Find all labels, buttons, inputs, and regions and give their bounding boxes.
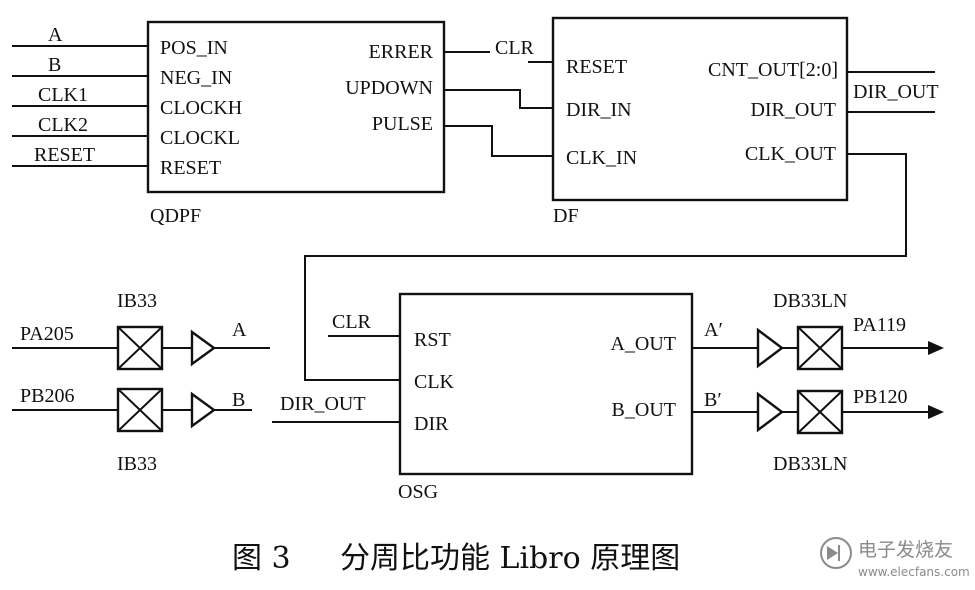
arrow-pa119 (928, 341, 944, 355)
wire-pulse-clk-in (444, 125, 553, 157)
qdpf-label: QDPF (150, 205, 201, 227)
wire-clk-out-to-osg-clk (304, 153, 907, 381)
ib33-bottom-label: IB33 (117, 453, 157, 475)
db33ln-pad-a (796, 325, 844, 371)
signal-dir-out-df: DIR_OUT (853, 81, 939, 103)
qdpf-port-pos-in: POS_IN (160, 37, 228, 59)
ib33-pad-a (116, 325, 164, 371)
signal-clk2: CLK2 (38, 114, 88, 136)
pin-pb120: PB120 (853, 386, 907, 408)
arrow-pb120 (928, 405, 944, 419)
pin-pa119: PA119 (853, 314, 906, 336)
input-buffers: IB33 IB33 PA205 A PB206 B (12, 290, 270, 475)
pin-pa205: PA205 (20, 323, 74, 345)
osg-label: OSG (398, 481, 438, 503)
output-buffers: DB33LN DB33LN A′ PA119 B′ PB120 (692, 290, 944, 475)
qdpf-port-updown: UPDOWN (345, 77, 433, 99)
input-buffer-a-triangle (190, 329, 217, 367)
signal-dir-out-osg: DIR_OUT (280, 393, 366, 415)
watermark-brand: 电子发烧友 (858, 539, 953, 561)
ib33-pad-b (116, 387, 164, 433)
watermark-logo-icon (820, 537, 852, 569)
df-box (551, 16, 849, 202)
input-signal-a: A (232, 319, 247, 341)
signal-reset: RESET (34, 144, 95, 166)
df-port-cnt-out: CNT_OUT[2:0] (708, 59, 838, 81)
df-label: DF (553, 205, 579, 227)
figure-caption: 图 3 分周比功能 Libro 原理图 (232, 541, 680, 576)
output-buffer-b-triangle (756, 391, 784, 433)
input-signal-b: B (232, 389, 245, 411)
watermark-url: www.elecfans.com (858, 565, 970, 579)
osg-block: CLR DIR_OUT RST CLK DIR A_OUT B_OUT OSG (272, 292, 694, 503)
df-port-clk-in: CLK_IN (566, 147, 637, 169)
qdpf-port-neg-in: NEG_IN (160, 67, 232, 89)
qdpf-box (146, 20, 446, 194)
osg-port-clk: CLK (414, 371, 455, 393)
ib33-top-label: IB33 (117, 290, 157, 312)
df-block: RESET DIR_IN CLK_IN CNT_OUT[2:0] DIR_OUT… (551, 16, 939, 227)
osg-box (398, 292, 694, 476)
output-signal-a-prime: A′ (704, 319, 723, 341)
osg-port-b-out: B_OUT (612, 399, 676, 421)
signal-clr-osg: CLR (332, 311, 372, 333)
watermark: 电子发烧友 www.elecfans.com (820, 537, 970, 579)
db33ln-top-label: DB33LN (773, 290, 847, 312)
output-buffer-a-triangle (756, 327, 784, 369)
output-signal-b-prime: B′ (704, 389, 722, 411)
qdpf-port-reset: RESET (160, 157, 221, 179)
osg-port-a-out: A_OUT (610, 333, 676, 355)
df-port-dir-out: DIR_OUT (750, 99, 836, 121)
signal-a: A (48, 24, 63, 46)
qdpf-port-errer: ERRER (369, 41, 434, 63)
pin-pb206: PB206 (20, 385, 74, 407)
caption-title: 分周比功能 Libro 原理图 (340, 541, 680, 576)
osg-port-rst: RST (414, 329, 451, 351)
qdpf-df-wires: CLR (444, 37, 553, 157)
df-port-clk-out: CLK_OUT (745, 143, 836, 165)
signal-b: B (48, 54, 61, 76)
db33ln-bottom-label: DB33LN (773, 453, 847, 475)
signal-clr-df: CLR (495, 37, 535, 59)
osg-port-dir: DIR (414, 413, 449, 435)
wire-updown-dir-in (444, 89, 553, 109)
db33ln-pad-b (796, 389, 844, 435)
qdpf-port-clockh: CLOCKH (160, 97, 242, 119)
caption-figure-number: 图 3 (232, 541, 291, 576)
df-port-dir-in: DIR_IN (566, 99, 632, 121)
input-buffer-b-triangle (190, 391, 217, 429)
qdpf-port-pulse: PULSE (372, 113, 433, 135)
qdpf-port-clockl: CLOCKL (160, 127, 240, 149)
qdpf-block: A B CLK1 CLK2 RESET POS_IN NEG_IN CLOCKH… (12, 20, 446, 227)
df-port-reset: RESET (566, 56, 627, 78)
signal-clk1: CLK1 (38, 84, 88, 106)
